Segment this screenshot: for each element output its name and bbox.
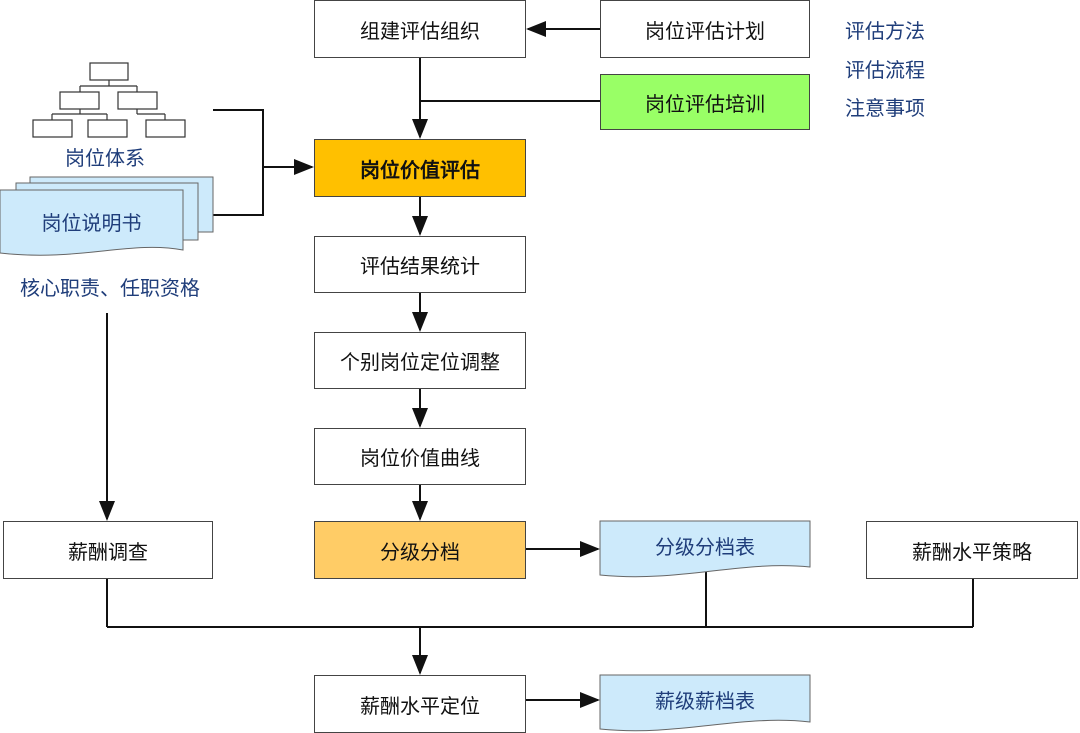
topic-process: 评估流程 [845, 58, 925, 82]
stats-box: 评估结果统计 [314, 236, 526, 293]
build-org-box: 组建评估组织 [314, 0, 526, 58]
grading-box: 分级分档 [314, 521, 526, 579]
plan-box: 岗位评估计划 [600, 0, 810, 58]
job-desc-note: 核心职责、任职资格 [20, 276, 200, 300]
training-box: 岗位评估培训 [600, 74, 810, 130]
curve-box: 岗位价值曲线 [314, 428, 526, 485]
salary-strategy-box: 薪酬水平策略 [866, 521, 1078, 579]
adjust-box: 个别岗位定位调整 [314, 332, 526, 389]
job-system-label: 岗位体系 [65, 145, 145, 170]
job-desc-doc: 岗位说明书 [41, 210, 142, 235]
pay-table-doc: 薪级薪档表 [655, 688, 755, 713]
value-eval-box: 岗位价值评估 [314, 139, 526, 197]
document-stack-icon [0, 176, 214, 256]
salary-position-box: 薪酬水平定位 [314, 675, 526, 733]
salary-survey-box: 薪酬调查 [3, 521, 213, 579]
topic-method: 评估方法 [845, 19, 925, 43]
topic-notes: 注意事项 [845, 96, 925, 120]
grade-table-doc: 分级分档表 [655, 534, 755, 559]
org-chart-icon [32, 62, 186, 138]
